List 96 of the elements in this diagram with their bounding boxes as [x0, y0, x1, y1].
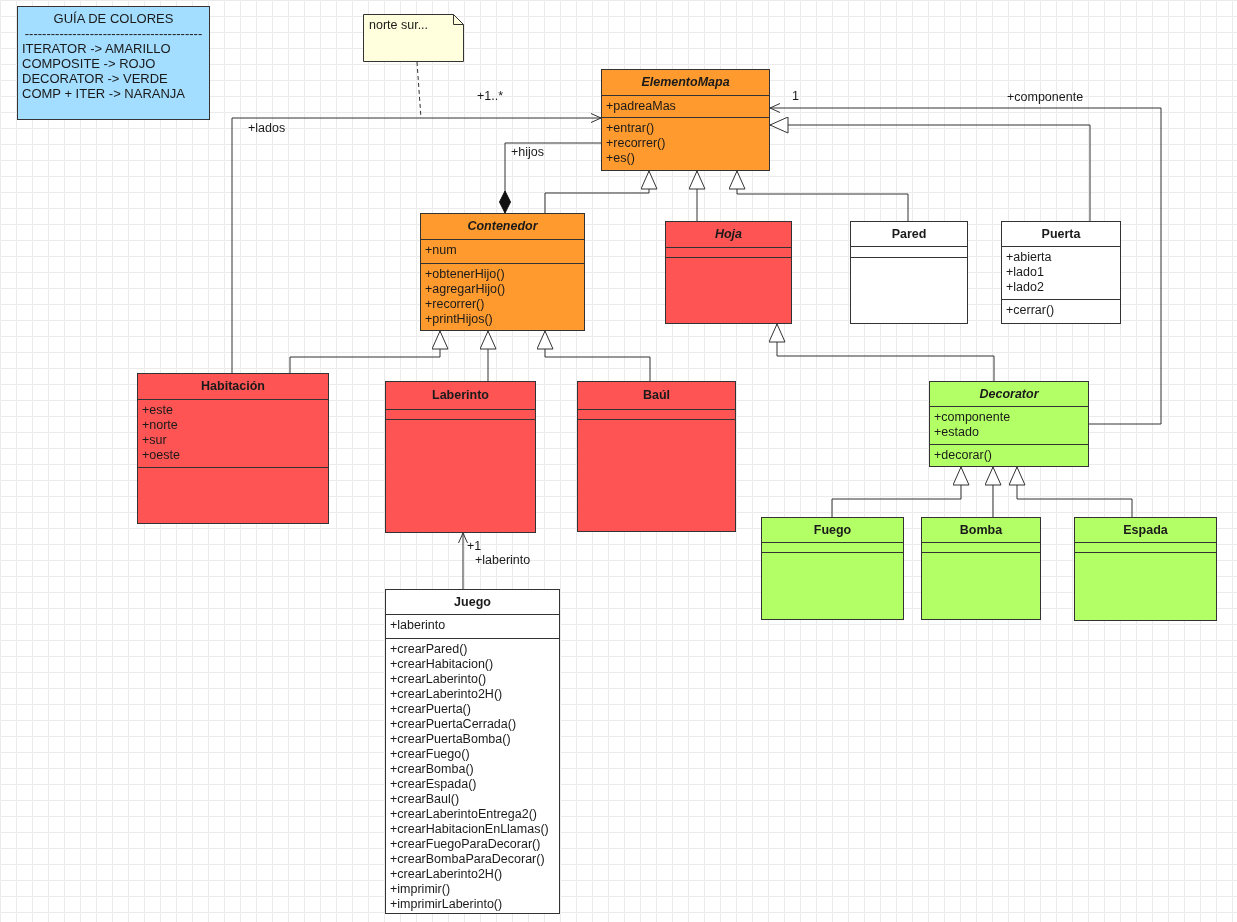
method-text: +crearLaberinto2H()	[390, 687, 503, 702]
association-arrow	[458, 532, 468, 590]
generalization-arrow	[289, 330, 449, 374]
note-text: norte sur...	[369, 18, 429, 33]
method-text: +obtenerHijo()	[425, 267, 505, 282]
class-box	[385, 381, 536, 533]
class-box	[601, 69, 770, 171]
attribute-text: +padreaMas	[606, 99, 676, 114]
method-text: +crearHabitacion()	[390, 657, 494, 672]
generalization-arrow	[1008, 466, 1133, 518]
attribute-text: +componente	[934, 410, 1011, 425]
method-text: +crearLaberintoEntrega2()	[390, 807, 537, 822]
class-name: Bomba	[959, 522, 1003, 538]
method-text: +entrar()	[606, 121, 655, 136]
method-text: +crearFuego()	[390, 747, 470, 762]
edge-label: +laberinto	[475, 553, 531, 568]
class-box	[1074, 517, 1217, 621]
class-box	[420, 213, 585, 331]
guide-entry: ITERATOR -> AMARILLO	[22, 41, 171, 56]
generalization-arrow	[984, 466, 1002, 518]
generalization-arrow	[544, 170, 658, 214]
method-text: +imprimir()	[390, 882, 451, 897]
association-arrow	[231, 113, 602, 374]
edge-label: +lados	[248, 121, 286, 136]
generalization-arrow	[536, 330, 651, 382]
method-text: +crearBombaParaDecorar()	[390, 852, 545, 867]
class-name: Decorator	[979, 386, 1039, 402]
method-text: +cerrar()	[1006, 303, 1055, 318]
multiplicity-label: +1..*	[477, 89, 504, 104]
attribute-text: +lado1	[1006, 265, 1044, 280]
class-box	[577, 381, 736, 532]
class-name: ElementoMapa	[641, 75, 730, 90]
class-name: Juego	[454, 594, 491, 610]
method-text: +crearLaberinto()	[390, 672, 487, 687]
method-text: +crearPuertaBomba()	[390, 732, 511, 747]
class-name: Espada	[1123, 522, 1168, 538]
method-text: +crearLaberinto2H()	[390, 867, 503, 882]
method-text: +crearFuegoParaDecorar()	[390, 837, 541, 852]
generalization-arrow	[688, 170, 706, 222]
method-text: +crearPuertaCerrada()	[390, 717, 517, 732]
attribute-text: +estado	[934, 425, 979, 440]
class-box	[850, 221, 968, 324]
method-text: +recorrer()	[425, 297, 485, 312]
method-text: +crearBaul()	[390, 792, 460, 807]
multiplicity-label: +1	[467, 539, 482, 554]
attribute-text: +sur	[142, 433, 167, 448]
attribute-text: +lado2	[1006, 280, 1044, 295]
note	[363, 14, 464, 62]
generalization-arrow	[769, 116, 1091, 222]
generalization-arrow	[479, 330, 497, 382]
method-text: +agregarHijo()	[425, 282, 506, 297]
class-name: Puerta	[1041, 226, 1081, 242]
method-text: +crearHabitacionEnLlamas()	[390, 822, 549, 837]
generalization-arrow	[728, 170, 909, 222]
attribute-text: +norte	[142, 418, 178, 433]
method-text: +printHijos()	[425, 312, 493, 327]
method-text: +crearBomba()	[390, 762, 474, 777]
class-name: Fuego	[813, 522, 852, 538]
attribute-text: +laberinto	[390, 618, 446, 633]
class-box	[929, 381, 1089, 467]
class-name: Hoja	[714, 227, 743, 242]
class-box	[385, 589, 560, 914]
class-box	[761, 517, 904, 620]
class-name: Baúl	[642, 388, 671, 403]
composition-line	[499, 142, 602, 214]
guide-entry: DECORATOR -> VERDE	[22, 71, 168, 86]
attribute-text: +este	[142, 403, 173, 418]
class-box	[137, 373, 329, 524]
separator-text: -----------------------------------------	[24, 26, 203, 41]
generalization-arrow	[768, 323, 995, 382]
guide-entry: COMPOSITE -> ROJO	[22, 56, 156, 71]
association-arrow	[769, 103, 1162, 425]
edge-label: +hijos	[511, 145, 544, 160]
generalization-arrow	[831, 466, 970, 518]
method-text: +imprimirLaberinto()	[390, 897, 503, 912]
edge-label: +componente	[1007, 90, 1084, 105]
method-text: +crearEspada()	[390, 777, 477, 792]
attribute-text: +abierta	[1006, 250, 1052, 265]
method-text: +recorrer()	[606, 136, 666, 151]
attribute-text: +num	[425, 243, 457, 258]
class-box	[665, 221, 792, 324]
method-text: +decorar()	[934, 448, 992, 463]
method-text: +crearPuerta()	[390, 702, 471, 717]
class-box	[921, 517, 1041, 620]
class-name: Pared	[891, 226, 927, 242]
class-name: Laberinto	[432, 388, 489, 403]
class-name: Habitación	[201, 379, 265, 394]
attribute-text: +oeste	[142, 448, 180, 463]
method-text: +crearPared()	[390, 642, 468, 657]
class-name: Contenedor	[467, 219, 538, 234]
color-guide-box	[17, 6, 210, 120]
multiplicity-label: 1	[792, 89, 799, 104]
guide-title: GUÍA DE COLORES	[53, 11, 174, 26]
class-box	[1001, 221, 1121, 324]
guide-entry: COMP + ITER -> NARANJA	[22, 86, 185, 101]
method-text: +es()	[606, 151, 635, 166]
